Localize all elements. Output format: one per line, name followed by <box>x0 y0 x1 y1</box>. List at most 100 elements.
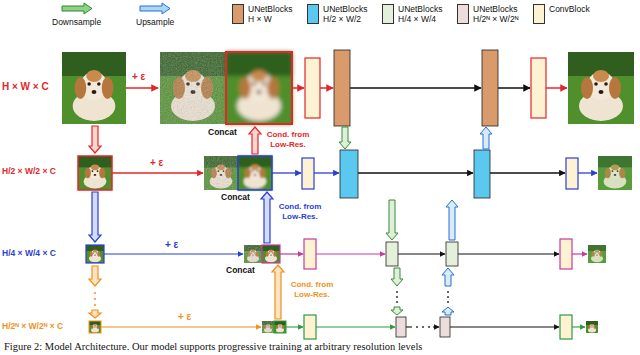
image-thumbnails-part <box>226 52 292 124</box>
image-thumbnails-part <box>226 52 292 124</box>
resolution-downsample-arrows-part <box>89 192 101 242</box>
conv-blocks-part <box>304 239 316 269</box>
image-thumbnails-part <box>262 245 280 263</box>
legend-text: UNetBlocks H/4 × W/4 <box>398 4 443 24</box>
flow-lines-part <box>314 172 339 173</box>
flow-lines-part <box>320 87 333 89</box>
legend-text: Downsample <box>52 17 101 27</box>
concat-label-holder: Concat <box>221 192 250 202</box>
conv-blocks-part <box>304 315 316 339</box>
legend-swatch <box>232 4 244 24</box>
resolution-label: H × W × C <box>2 81 49 93</box>
condition-label: Cond. from Low-Res. <box>264 130 312 150</box>
legend-text-holder: UNetBlocks H × W <box>248 4 293 24</box>
condition-label-holder: Cond. from Low-Res. <box>276 202 324 222</box>
legend-swatch <box>307 4 319 24</box>
concat-label-holder: Concat <box>208 127 237 137</box>
resolution-label-holder: H × W × C <box>2 81 49 93</box>
legend-text-holder: ConvBlock <box>549 4 590 14</box>
image-thumbnails-part <box>204 156 238 190</box>
ellipsis-dots-part <box>447 296 449 298</box>
downsample-arrows <box>339 127 403 315</box>
conv-blocks-part <box>531 58 546 118</box>
flow-lines-part <box>286 326 303 327</box>
noise-label: + ε <box>150 157 163 169</box>
resolution-label: H/2 × W/2 × C <box>2 166 56 176</box>
image-thumbnails-part <box>78 156 112 190</box>
image-thumbnails-part <box>238 156 272 190</box>
concat-label: Concat <box>226 265 255 275</box>
resolution-downsample-arrows-part <box>89 266 101 286</box>
noise-label-holder: + ε <box>132 71 145 83</box>
flow-lines-part <box>101 326 261 327</box>
noise-label: + ε <box>132 71 145 83</box>
resolution-label: H/4 × W/4 × C <box>2 248 56 258</box>
upsample-arrows-part <box>442 268 454 286</box>
unet-blocks-part <box>482 50 498 126</box>
image-thumbnails-part <box>78 156 112 190</box>
flow-lines-part <box>458 253 559 254</box>
image-thumbnails-part <box>86 245 104 263</box>
image-thumbnails-part <box>274 321 286 333</box>
unet-blocks-part <box>386 242 398 266</box>
noise-label: + ε <box>178 311 191 323</box>
ellipsis-dots-part <box>94 298 96 300</box>
ellipsis-dots-part <box>396 291 398 293</box>
flow-lines-part <box>292 87 304 89</box>
image-thumbnails-part <box>598 156 632 190</box>
condition-arrows-part <box>272 265 284 319</box>
image-thumbnails-part <box>89 321 101 333</box>
upsample-arrows <box>442 127 492 315</box>
legend-swatch <box>382 4 394 24</box>
image-thumbnails-part <box>262 321 274 333</box>
flow-lines-part <box>572 326 585 327</box>
legend-text: UNetBlocks H × W <box>248 4 293 24</box>
downsample-arrows-part <box>386 200 398 240</box>
condition-arrows <box>249 127 284 319</box>
condition-label: Cond. from Low-Res. <box>276 202 324 222</box>
ellipsis-dots-part <box>94 304 96 306</box>
conv-blocks-part <box>305 58 320 118</box>
ellipsis-dots-part <box>94 292 96 294</box>
noise-label-holder: + ε <box>178 311 191 323</box>
image-thumbnails-part <box>598 156 632 190</box>
flow-lines-part <box>358 172 473 173</box>
condition-arrows-part <box>249 127 261 154</box>
condition-label-holder: Cond. from Low-Res. <box>288 280 336 300</box>
upsample-arrow-sample <box>140 3 170 14</box>
concat-label: Concat <box>221 192 250 202</box>
concat-label: Concat <box>208 127 237 137</box>
flow-lines-part <box>112 172 203 173</box>
conv-blocks-part <box>302 158 314 189</box>
flow-lines-part <box>316 326 395 327</box>
image-thumbnails-part <box>588 245 606 263</box>
image-thumbnails-part <box>62 52 126 124</box>
legend-arrow-samples <box>62 3 170 14</box>
image-thumbnails-part <box>568 52 634 124</box>
resolution-label-holder: H/2ᴺ × W/2ᴺ × C <box>2 321 63 331</box>
ellipsis-dots-part <box>422 326 424 328</box>
flow-lines-part <box>572 253 587 254</box>
image-thumbnails-part <box>262 321 274 333</box>
flow-lines-part <box>316 253 385 254</box>
ellipsis-dots-part <box>447 291 449 293</box>
unet-blocks-part <box>340 150 358 198</box>
ellipsis-dots-part <box>447 301 449 303</box>
image-thumbnails-part <box>89 321 101 333</box>
unet-blocks-part <box>396 317 406 337</box>
flow-lines-part <box>272 172 301 173</box>
legend-text: UNetBlocks H/2 × W/2 <box>323 4 368 24</box>
flow-lines-part <box>546 87 567 89</box>
resolution-label: H/2ᴺ × W/2ᴺ × C <box>2 321 63 331</box>
unet-blocks-part <box>446 242 458 266</box>
concat-label-holder: Concat <box>226 265 255 275</box>
noise-label-holder: + ε <box>150 157 163 169</box>
noise-label: + ε <box>165 239 178 251</box>
image-thumbnails-part <box>274 321 286 333</box>
condition-label: Cond. from Low-Res. <box>288 280 336 300</box>
flow-lines-part <box>490 172 565 173</box>
resolution-downsample-arrows-part <box>89 310 101 318</box>
figure-caption-holder: Figure 2: Model Architecture. Our model … <box>4 341 422 353</box>
image-thumbnails-part <box>244 245 262 263</box>
